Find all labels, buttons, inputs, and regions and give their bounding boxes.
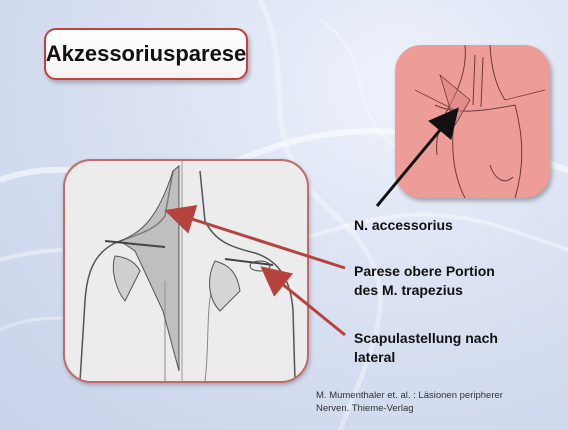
source-credit: M. Mumenthaler et. al. : Läsionen periph… [316, 389, 566, 415]
paresis-label-line1: Parese obere Portion [354, 262, 495, 280]
credit-line2: Nerven. Thieme-Verlag [316, 402, 566, 415]
shoulder-illustration-panel [63, 159, 309, 383]
neck-anatomy-panel [395, 45, 550, 198]
shoulder-back-drawing [65, 161, 307, 381]
slide-title: Akzessoriusparese [44, 28, 248, 80]
neck-anatomy-drawing [395, 45, 550, 198]
scapula-label-line1: Scapulastellung nach [354, 329, 498, 347]
paresis-label-line2: des M. trapezius [354, 281, 463, 299]
nerve-label: N. accessorius [354, 216, 453, 234]
credit-line1: M. Mumenthaler et. al. : Läsionen periph… [316, 389, 566, 402]
scapula-label-line2: lateral [354, 348, 395, 366]
